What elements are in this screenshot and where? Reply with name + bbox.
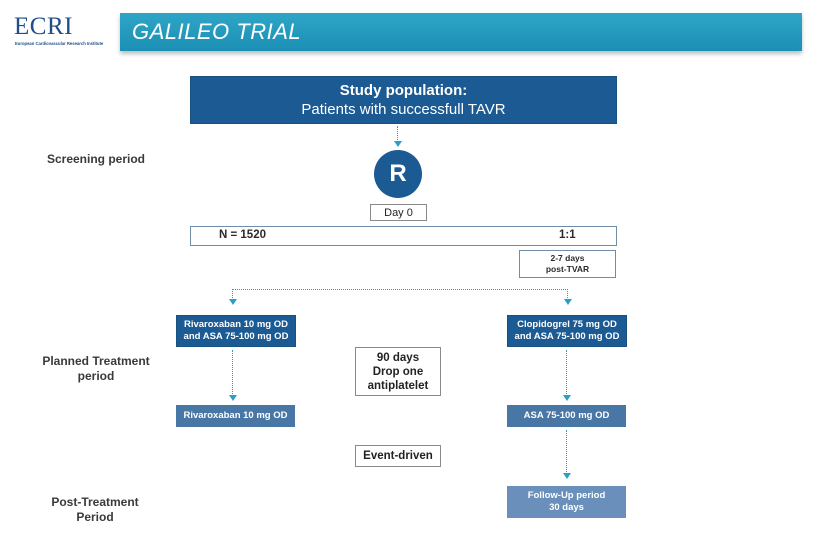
- enrollment-bar: N = 1520 1:1: [190, 226, 617, 246]
- rivaroxaban-asa-line1: Rivaroxaban 10 mg OD: [183, 319, 288, 330]
- planned-treatment-label: Planned Treatment period: [38, 354, 154, 384]
- connector-right-drop: [567, 289, 568, 300]
- logo-main-text: ECRI: [14, 13, 73, 40]
- arrow-head-icon: [229, 395, 237, 401]
- planned-treatment-line1: Planned Treatment: [42, 354, 150, 368]
- study-population-subtitle: Patients with successfull TAVR: [301, 101, 506, 118]
- connector-followup: [566, 430, 567, 474]
- drop-antiplatelet-box: 90 days Drop one antiplatelet: [355, 347, 441, 396]
- clopidogrel-asa-line2: and ASA 75-100 mg OD: [514, 331, 620, 342]
- planned-treatment-line2: period: [77, 369, 115, 383]
- arrow-head-icon: [563, 473, 571, 479]
- day-0-text: Day 0: [384, 206, 413, 219]
- ecri-logo: ECRI European Cardiovascular Research In…: [14, 14, 114, 52]
- asa-monotherapy-box: ASA 75-100 mg OD: [507, 405, 626, 427]
- follow-up-line2: 30 days: [549, 502, 584, 513]
- screening-period-label: Screening period: [44, 152, 148, 167]
- arrow-head-icon: [564, 299, 572, 305]
- drop-antiplatelet-line3: antiplatelet: [367, 379, 429, 392]
- event-driven-text: Event-driven: [363, 450, 433, 462]
- rivaroxaban-monotherapy-text: Rivaroxaban 10 mg OD: [183, 410, 288, 421]
- day-0-box: Day 0: [370, 204, 427, 221]
- timing-line2: post-TVAR: [545, 264, 590, 274]
- connector-left-drop: [232, 289, 233, 300]
- follow-up-box: Follow-Up period 30 days: [507, 486, 626, 518]
- timing-line1: 2-7 days: [550, 253, 585, 263]
- arrow-head-icon: [563, 395, 571, 401]
- connector-split-horizontal: [232, 289, 568, 290]
- connector-left-arm: [232, 350, 233, 396]
- rivaroxaban-asa-line2: and ASA 75-100 mg OD: [183, 331, 289, 342]
- screening-period-text: Screening period: [46, 152, 146, 166]
- connector-right-arm: [566, 350, 567, 396]
- enrollment-count: N = 1520: [219, 229, 266, 241]
- clopidogrel-asa-box: Clopidogrel 75 mg OD and ASA 75-100 mg O…: [507, 315, 627, 347]
- randomization-symbol: R: [389, 160, 407, 187]
- rivaroxaban-monotherapy-box: Rivaroxaban 10 mg OD: [176, 405, 295, 427]
- arrow-head-icon: [229, 299, 237, 305]
- randomization-circle: R: [374, 150, 422, 198]
- post-treatment-line2: Period: [76, 510, 114, 524]
- rivaroxaban-asa-box: Rivaroxaban 10 mg OD and ASA 75-100 mg O…: [176, 315, 296, 347]
- study-population-title: Study population:: [339, 82, 468, 99]
- randomization-ratio: 1:1: [559, 229, 576, 241]
- study-population-box: Study population: Patients with successf…: [190, 76, 617, 124]
- connector-population-randomization: [397, 126, 398, 142]
- arrow-head-icon: [394, 141, 402, 147]
- drop-antiplatelet-line1: 90 days: [376, 351, 420, 364]
- post-treatment-line1: Post-Treatment: [51, 495, 139, 509]
- timing-box: 2-7 days post-TVAR: [519, 250, 616, 278]
- post-treatment-label: Post-Treatment Period: [40, 495, 150, 525]
- event-driven-box: Event-driven: [355, 445, 441, 467]
- asa-monotherapy-text: ASA 75-100 mg OD: [523, 410, 610, 421]
- follow-up-line1: Follow-Up period: [527, 490, 606, 501]
- clopidogrel-asa-line1: Clopidogrel 75 mg OD: [517, 319, 617, 330]
- title-band: GALILEO TRIAL: [120, 13, 802, 51]
- drop-antiplatelet-line2: Drop one: [372, 365, 424, 378]
- logo-subtitle: European Cardiovascular Research Institu…: [15, 41, 104, 46]
- page-title: GALILEO TRIAL: [132, 19, 302, 44]
